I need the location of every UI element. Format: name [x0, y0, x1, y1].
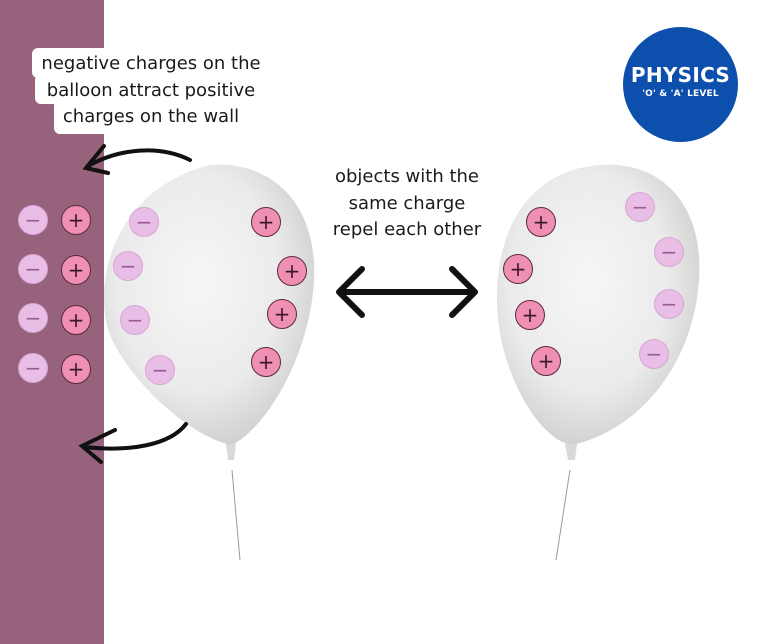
positive-charge-icon: +	[61, 354, 91, 384]
positive-charge-icon: +	[515, 300, 545, 330]
negative-charge-icon: −	[129, 207, 159, 237]
negative-charge-icon: −	[18, 303, 48, 333]
negative-charge-icon: −	[120, 305, 150, 335]
negative-charge-icon: −	[654, 289, 684, 319]
negative-charge-icon: −	[625, 192, 655, 222]
attract-caption: negative charges on the balloon attract …	[32, 48, 270, 136]
attract-caption-line: negative charges on the	[41, 53, 261, 74]
negative-charge-icon: −	[18, 205, 48, 235]
negative-charge-icon: −	[18, 254, 48, 284]
negative-charge-icon: −	[18, 353, 48, 383]
positive-charge-icon: +	[61, 205, 91, 235]
attract-caption-line: charges on the wall	[62, 106, 240, 127]
repel-double-arrow	[336, 266, 478, 318]
logo-subtitle: 'O' & 'A' LEVEL	[642, 89, 719, 99]
logo-title: PHYSICS	[630, 63, 731, 87]
positive-charge-icon: +	[503, 254, 533, 284]
positive-charge-icon: +	[526, 207, 556, 237]
attract-arrows	[78, 144, 192, 464]
positive-charge-icon: +	[267, 299, 297, 329]
negative-charge-icon: −	[654, 237, 684, 267]
repel-caption-line: objects with the	[334, 166, 480, 187]
attract-caption-line: balloon attract positive	[46, 79, 256, 101]
positive-charge-icon: +	[61, 305, 91, 335]
positive-charge-icon: +	[251, 207, 281, 237]
positive-charge-icon: +	[251, 347, 281, 377]
positive-charge-icon: +	[531, 346, 561, 376]
repel-caption: objects with the same charge repel each …	[312, 164, 502, 244]
physics-logo: PHYSICS 'O' & 'A' LEVEL	[623, 27, 738, 142]
negative-charge-icon: −	[145, 355, 175, 385]
repel-caption-line: same charge	[348, 192, 466, 214]
repel-caption-line: repel each other	[332, 219, 482, 240]
positive-charge-icon: +	[61, 255, 91, 285]
negative-charge-icon: −	[639, 339, 669, 369]
negative-charge-icon: −	[113, 251, 143, 281]
positive-charge-icon: +	[277, 256, 307, 286]
